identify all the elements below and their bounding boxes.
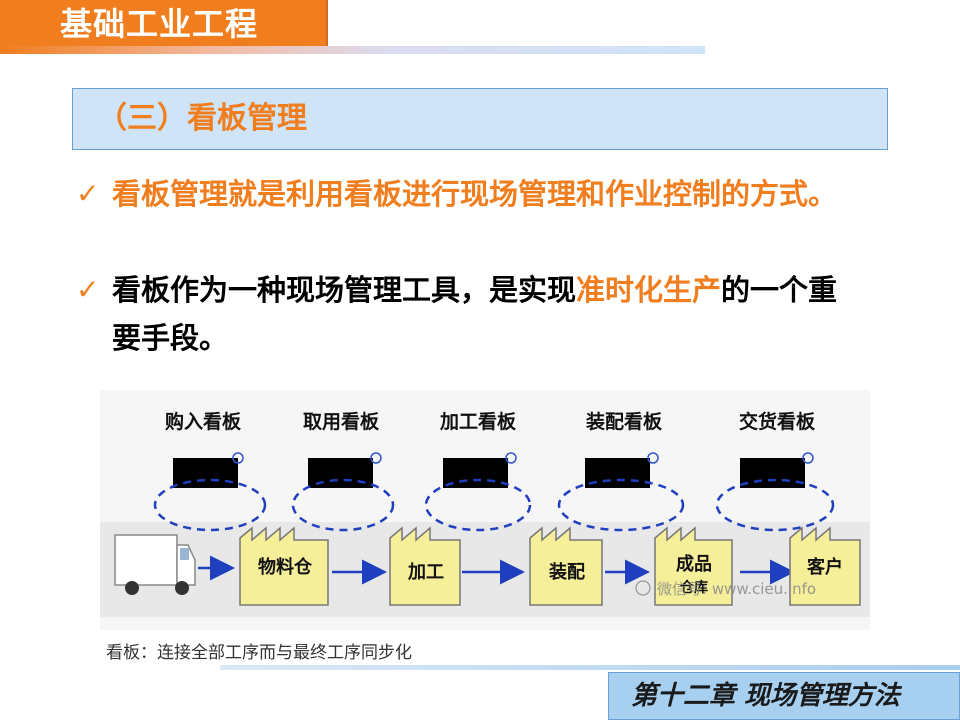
kanban-card-ring-icon <box>647 452 659 464</box>
checkmark-icon: ✓ <box>76 177 100 210</box>
kanban-loops <box>153 478 835 532</box>
kanban-label-assembly: 装配看板 <box>585 410 663 433</box>
factory-material-icon <box>239 526 329 606</box>
factory-assembly-icon <box>529 526 603 606</box>
section-box: （三）看板管理 <box>72 88 888 150</box>
footer-box: 第十二章 现场管理方法 <box>608 672 960 720</box>
kanban-card <box>443 458 508 488</box>
kanban-card-ring-icon <box>505 452 517 464</box>
kanban-loop-arrow-icon <box>715 478 835 532</box>
station-label-finished: 成品 <box>676 553 712 575</box>
kanban-labels: 购入看板 取用看板 加工看板 装配看板 交货看板 <box>165 410 816 433</box>
kanban-flow-diagram: 购入看板 取用看板 加工看板 装配看板 交货看板 <box>100 390 870 630</box>
kanban-card-ring-icon <box>232 452 244 464</box>
station-label-material: 物料仓 <box>258 556 313 578</box>
factory-stations <box>239 526 861 606</box>
diagram-ground-band <box>100 522 870 617</box>
kanban-card <box>740 458 805 488</box>
factory-process-icon <box>389 526 461 606</box>
flow-arrows <box>198 555 795 585</box>
bullet-1-text: 看板管理就是利用看板进行现场管理和作业控制的方式。 <box>112 177 838 211</box>
kanban-loop-arrow-icon <box>291 478 395 532</box>
station-label-assembly: 装配 <box>549 561 585 583</box>
kanban-loop-arrow-icon <box>424 478 532 532</box>
kanban-card-ring-icon <box>802 452 814 464</box>
bullet-2-text-before: 看板作为一种现场管理工具，是实现 <box>112 273 577 307</box>
station-label-process: 加工 <box>407 562 444 583</box>
station-label-customer: 客户 <box>807 556 843 578</box>
header-title: 基础工业工程 <box>0 0 328 46</box>
bullet-2-text: 看板作为一种现场管理工具，是实现准时化生产的一个重要手段。 <box>76 266 866 362</box>
footer-divider <box>220 665 960 670</box>
chapter-title: 第十二章 现场管理方法 <box>631 681 901 711</box>
bullet-1: ✓ 看板管理就是利用看板进行现场管理和作业控制的方式。 <box>76 170 866 218</box>
station-label-warehouse: 仓库 <box>679 579 708 596</box>
watermark-text: 微信号: www.cieu.info <box>657 580 816 598</box>
bullet-2-highlight: 准时化生产 <box>576 273 722 307</box>
truck-icon <box>114 534 196 595</box>
station-labels: 物料仓 加工 装配 成品 仓库 客户 <box>258 553 843 596</box>
watermark: 微信号: www.cieu.info <box>635 580 816 598</box>
kanban-label-delivery: 交货看板 <box>739 410 816 433</box>
kanban-loop-arrow-icon <box>153 478 267 532</box>
checkmark-icon: ✓ <box>76 273 100 306</box>
kanban-label-purchase: 购入看板 <box>165 410 242 433</box>
wechat-icon <box>635 580 651 596</box>
header-divider <box>0 46 705 54</box>
kanban-label-pickup: 取用看板 <box>303 410 380 433</box>
factory-finished-icon <box>654 526 733 606</box>
kanban-card <box>173 458 238 488</box>
diagram-caption: 看板：连接全部工序而与最终工序同步化 <box>106 643 412 663</box>
kanban-label-process: 加工看板 <box>439 410 517 433</box>
kanban-loop-arrow-icon <box>557 478 685 532</box>
factory-customer-icon <box>789 526 861 606</box>
section-title: （三）看板管理 <box>97 101 307 136</box>
bullet-2-text-after: 的一个重要手段。 <box>112 273 838 355</box>
bullet-2: ✓ 看板作为一种现场管理工具，是实现准时化生产的一个重要手段。 <box>76 266 866 362</box>
kanban-card-ring-icon <box>370 452 382 464</box>
